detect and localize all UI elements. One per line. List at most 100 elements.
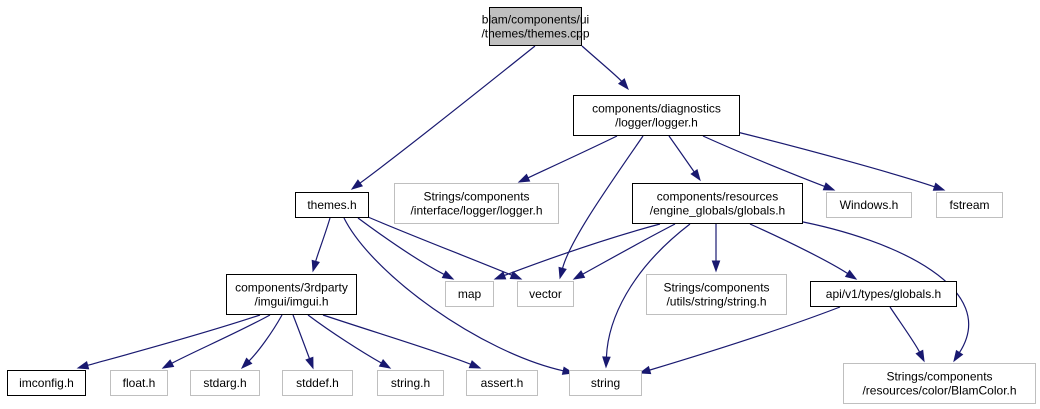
edge-themes_cpp-to-logger_h [581, 45, 629, 91]
node-label: /logger/logger.h [615, 116, 698, 130]
arrowhead-icon [915, 349, 925, 363]
arrowhead-icon [932, 182, 946, 191]
node-imgui-h[interactable]: components/3rdparty/imgui/imgui.h [226, 274, 357, 315]
node-label: components/diagnostics [592, 102, 721, 116]
edge-line [343, 217, 564, 372]
node-label: components/resources [657, 190, 778, 204]
node-globals-h[interactable]: components/resources/engine_globals/glob… [632, 183, 803, 224]
node-label: /utils/string/string.h [666, 295, 766, 309]
node-box [843, 363, 1036, 404]
edge-logger_h-to-globals_h [668, 135, 701, 182]
edge-imgui_h-to-assert_h [322, 314, 482, 369]
node-string-h: string.h [377, 370, 444, 396]
node-box [394, 183, 559, 224]
node-label: imconfig.h [19, 376, 74, 390]
node-label: stddef.h [296, 376, 339, 390]
edge-line [359, 45, 536, 184]
arrowhead-icon [311, 259, 320, 273]
edge-globals_h-to-string [602, 223, 691, 369]
edge-globals_h-to-map [493, 223, 661, 280]
arrowhead-icon [602, 356, 611, 369]
arrowhead-icon [493, 271, 507, 280]
node-windows-h: Windows.h [826, 192, 912, 218]
arrowhead-icon [509, 271, 523, 280]
node-fstream: fstream [936, 192, 1003, 218]
node-themes-h[interactable]: themes.h [295, 192, 369, 218]
edge-themes_h-to-map [357, 217, 455, 280]
node-box [646, 274, 787, 315]
edge-line [736, 131, 935, 188]
node-box [810, 281, 957, 307]
edge-logger_h-to-vector [558, 135, 644, 280]
edge-line [605, 223, 691, 358]
node-assert-h: assert.h [466, 370, 538, 396]
node-box [282, 370, 353, 396]
edge-line [792, 219, 970, 353]
node-label: /resources/color/BlamColor.h [862, 384, 1016, 398]
arrowhead-icon [953, 349, 964, 363]
edge-line [749, 223, 848, 275]
edge-line [248, 314, 283, 362]
arrowhead-icon [572, 270, 586, 280]
node-label: string.h [391, 376, 430, 390]
node-label: string [591, 376, 620, 390]
edge-line [561, 135, 644, 269]
edge-api_globals-to-blamcolor_h [889, 306, 925, 363]
node-box [466, 370, 538, 396]
arrowhead-icon [822, 182, 836, 191]
edge-line [504, 223, 661, 277]
node-label: components/3rdparty [235, 281, 348, 295]
node-box [445, 281, 494, 307]
edge-globals_h-to-blamcolor_h [792, 219, 970, 363]
node-box [295, 192, 369, 218]
arrowhead-icon [161, 359, 175, 369]
node-api-globals[interactable]: api/v1/types/globals.h [810, 281, 957, 307]
arrowhead-icon [76, 361, 90, 370]
node-themes-cpp[interactable]: blam/components/ui/themes/themes.cpp [481, 7, 590, 46]
edge-globals_h-to-api_globals [749, 223, 858, 280]
node-imconfig-h[interactable]: imconfig.h [7, 370, 86, 396]
arrowhead-icon [305, 356, 314, 370]
arrowhead-icon [638, 365, 652, 375]
edge-line [668, 135, 695, 173]
node-label: Strings/components [886, 370, 992, 384]
node-box [489, 7, 582, 46]
edge-line [87, 314, 261, 366]
edge-line [649, 306, 841, 371]
edge-line [171, 314, 271, 364]
node-box [936, 192, 1003, 218]
arrowhead-icon [378, 359, 392, 369]
arrowhead-icon [350, 179, 364, 190]
node-label: /themes/themes.cpp [481, 27, 589, 41]
edge-imgui_h-to-stddef_h [292, 314, 314, 370]
node-label: themes.h [307, 198, 356, 212]
arrowhead-icon [844, 269, 858, 280]
node-float-h: float.h [110, 370, 168, 396]
node-label: Strings/components [663, 281, 769, 295]
node-logger-h[interactable]: components/diagnostics/logger/logger.h [573, 95, 740, 136]
edge-line [581, 45, 623, 82]
node-label: float.h [123, 376, 156, 390]
arrowhead-icon [558, 266, 567, 280]
edge-imgui_h-to-string_h [307, 314, 392, 369]
node-vector: vector [517, 281, 574, 307]
edge-line [889, 306, 921, 353]
nodes-layer: blam/components/ui/themes/themes.cpp comp… [7, 7, 1036, 404]
node-label: Windows.h [840, 198, 899, 212]
edge-globals_h-to-strings_string [711, 224, 721, 273]
arrowhead-icon [517, 173, 531, 183]
edge-imgui_h-to-imconfig_h [76, 314, 261, 370]
node-label: assert.h [481, 376, 524, 390]
node-string: string [569, 370, 642, 396]
node-label: map [458, 287, 482, 301]
node-box [377, 370, 444, 396]
node-label: /interface/logger/logger.h [410, 204, 542, 218]
node-label: blam/components/ui [482, 13, 589, 27]
edges-layer [76, 45, 970, 375]
node-box [569, 370, 642, 396]
edge-line [315, 217, 331, 262]
node-box [226, 274, 357, 315]
edge-logger_h-to-strings_logger [517, 135, 618, 183]
edge-line [582, 223, 676, 275]
